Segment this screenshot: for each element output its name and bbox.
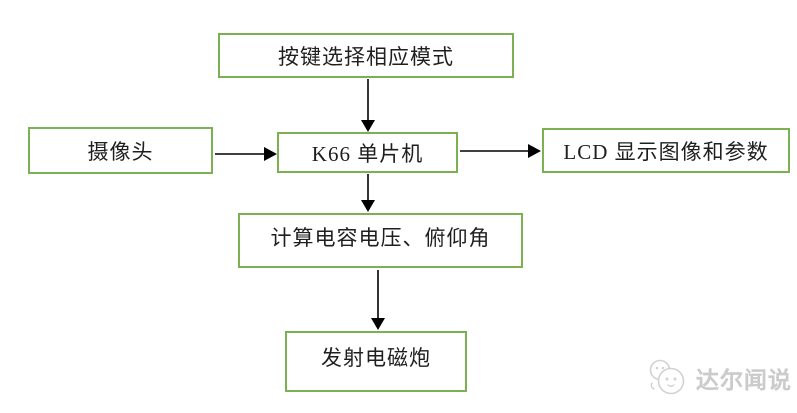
node-mode-select: 按键选择相应模式: [218, 33, 514, 78]
node-mode-select-label: 按键选择相应模式: [278, 44, 454, 69]
node-k66-mcu: K66 单片机: [277, 132, 458, 173]
arrow-mode-to-mcu: [361, 79, 375, 132]
node-camera-label: 摄像头: [87, 139, 154, 164]
arrow-camera-to-mcu: [215, 147, 277, 161]
node-k66-mcu-label: K66 单片机: [311, 141, 424, 166]
node-fire-cannon-label: 发射电磁炮: [321, 346, 431, 370]
node-calc-voltage-angle-label: 计算电容电压、俯仰角: [270, 225, 491, 250]
watermark: 达尔闻说: [646, 357, 792, 399]
node-calc-voltage-angle: 计算电容电压、俯仰角: [238, 213, 523, 268]
watermark-text: 达尔闻说: [696, 367, 792, 393]
node-fire-cannon: 发射电磁炮: [285, 331, 467, 392]
node-lcd-display-label: LCD 显示图像和参数: [563, 139, 769, 164]
dalerwen-logo-icon: [649, 359, 685, 395]
arrow-mcu-to-lcd: [460, 144, 541, 158]
arrow-mcu-to-calc: [361, 174, 375, 212]
node-camera: 摄像头: [28, 127, 213, 174]
node-lcd-display: LCD 显示图像和参数: [542, 128, 790, 173]
arrow-calc-to-fire: [371, 270, 385, 330]
